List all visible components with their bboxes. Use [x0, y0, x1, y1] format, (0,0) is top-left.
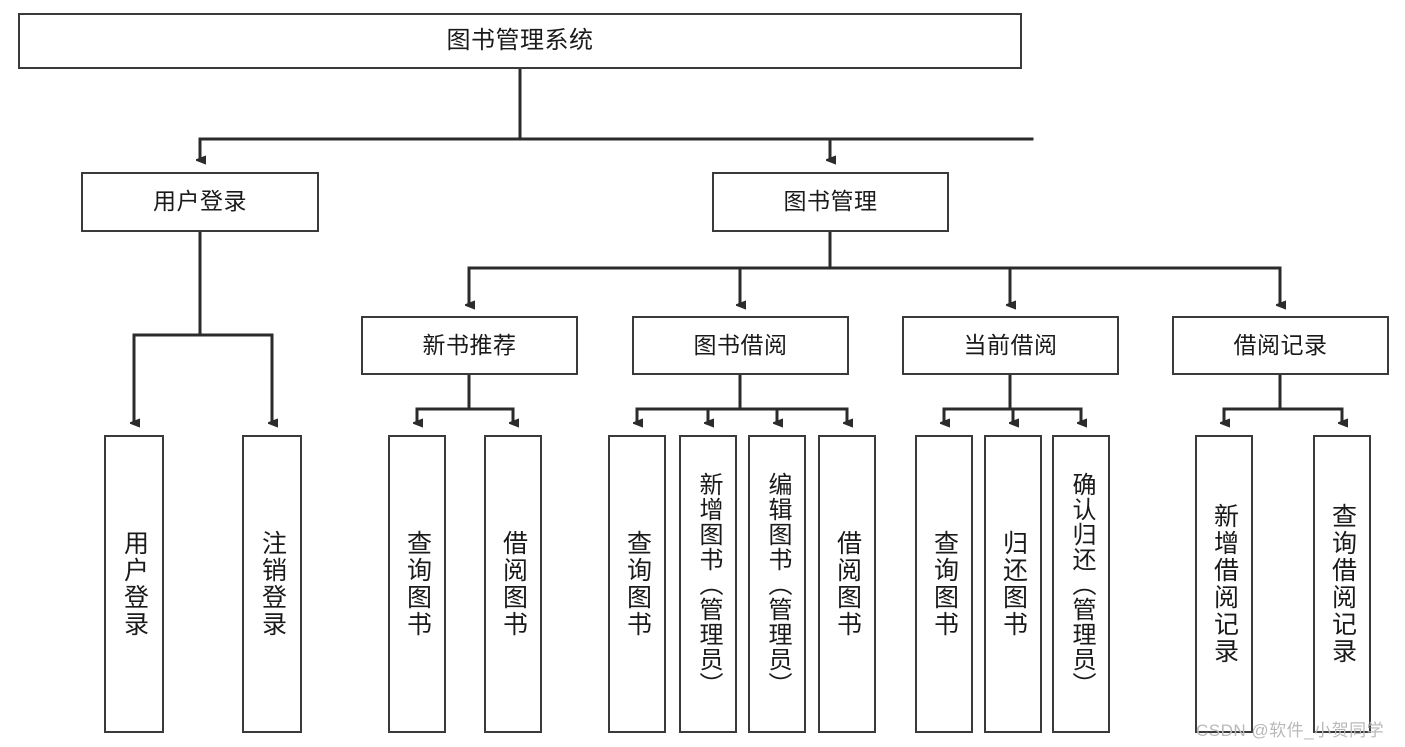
- node-leaf-edit-book[interactable]: 编辑图书（管理员）: [748, 435, 806, 733]
- node-new-book-recommend-label: 新书推荐: [422, 331, 517, 358]
- node-borrow-record[interactable]: 借阅记录: [1172, 316, 1389, 375]
- node-book-borrow[interactable]: 图书借阅: [632, 316, 849, 375]
- csdn-watermark: CSDN @软件_小贺同学: [1196, 721, 1385, 740]
- node-book-manage[interactable]: 图书管理: [712, 172, 949, 232]
- node-leaf-logout-label: 注销登录: [258, 530, 287, 638]
- node-leaf-query-record[interactable]: 查询借阅记录: [1313, 435, 1371, 733]
- node-leaf-add-record[interactable]: 新增借阅记录: [1195, 435, 1253, 733]
- node-leaf-query-book-2[interactable]: 查询图书: [608, 435, 666, 733]
- node-leaf-add-record-label: 新增借阅记录: [1210, 503, 1239, 665]
- node-leaf-query-book-1[interactable]: 查询图书: [388, 435, 446, 733]
- node-leaf-user-login[interactable]: 用户登录: [104, 435, 164, 733]
- node-user-login[interactable]: 用户登录: [81, 172, 319, 232]
- node-leaf-user-login-label: 用户登录: [120, 530, 149, 638]
- node-leaf-borrow-book-1-label: 借阅图书: [499, 530, 528, 638]
- node-leaf-confirm-return[interactable]: 确认归还（管理员）: [1052, 435, 1110, 733]
- node-leaf-query-record-label: 查询借阅记录: [1328, 503, 1357, 665]
- node-leaf-add-book-label: 新增图书（管理员）: [695, 471, 722, 697]
- node-leaf-query-book-3-label: 查询图书: [930, 530, 959, 638]
- node-new-book-recommend[interactable]: 新书推荐: [361, 316, 578, 375]
- node-leaf-borrow-book-1[interactable]: 借阅图书: [484, 435, 542, 733]
- node-leaf-query-book-2-label: 查询图书: [623, 530, 652, 638]
- node-current-borrow-label: 当前借阅: [963, 331, 1058, 358]
- node-leaf-add-book[interactable]: 新增图书（管理员）: [679, 435, 737, 733]
- node-leaf-query-book-3[interactable]: 查询图书: [915, 435, 973, 733]
- node-current-borrow[interactable]: 当前借阅: [902, 316, 1119, 375]
- node-leaf-borrow-book-2-label: 借阅图书: [833, 530, 862, 638]
- node-leaf-query-book-1-label: 查询图书: [403, 530, 432, 638]
- node-leaf-return-book-label: 归还图书: [999, 530, 1028, 638]
- node-root[interactable]: 图书管理系统: [18, 13, 1022, 69]
- node-leaf-return-book[interactable]: 归还图书: [984, 435, 1042, 733]
- node-borrow-record-label: 借阅记录: [1233, 331, 1328, 358]
- node-leaf-logout[interactable]: 注销登录: [242, 435, 302, 733]
- node-book-borrow-label: 图书借阅: [693, 331, 788, 358]
- node-leaf-borrow-book-2[interactable]: 借阅图书: [818, 435, 876, 733]
- node-leaf-confirm-return-label: 确认归还（管理员）: [1068, 471, 1095, 697]
- node-leaf-edit-book-label: 编辑图书（管理员）: [764, 471, 791, 697]
- node-user-login-label: 用户登录: [153, 188, 247, 215]
- node-root-label: 图书管理系统: [446, 26, 594, 54]
- node-book-manage-label: 图书管理: [783, 188, 878, 215]
